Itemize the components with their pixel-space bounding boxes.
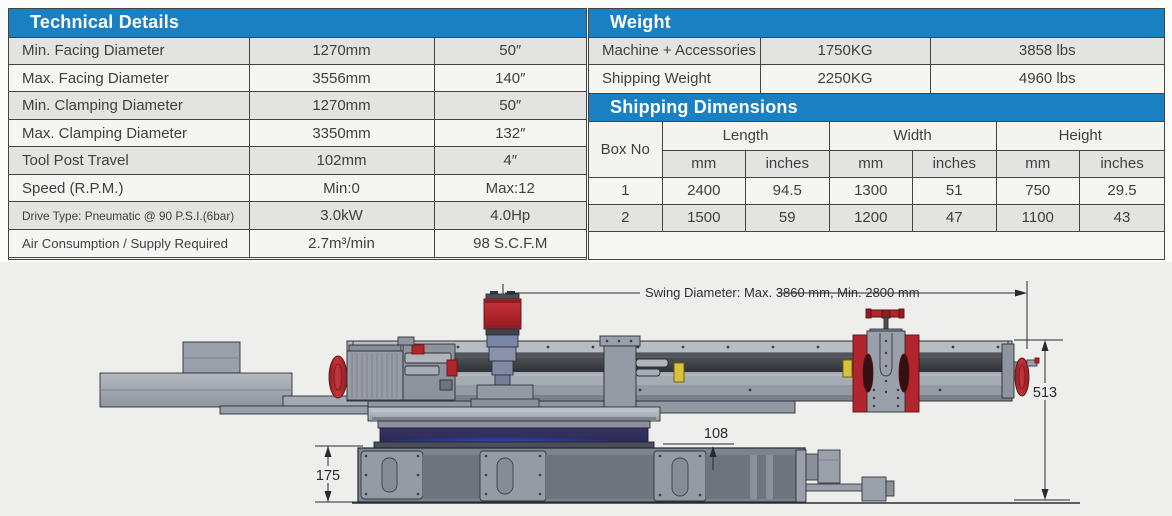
spec-imperial: 50″ xyxy=(433,91,586,120)
table-row: Air Consumption / Supply Required 2.7m³/… xyxy=(9,228,586,258)
width-mm: 1300 xyxy=(828,176,914,205)
width-header: Width xyxy=(828,122,997,151)
width-mm: 1200 xyxy=(828,203,914,232)
unit-header-inches: inches xyxy=(1079,149,1164,178)
spec-label: Drive Type: Pneumatic @ 90 P.S.I.(6bar) xyxy=(9,201,250,230)
yellow-gib-block xyxy=(842,359,853,378)
spec-label: Max. Facing Diameter xyxy=(9,63,250,93)
table-row: 1 2400 94.5 1300 51 750 29.5 xyxy=(589,176,1164,205)
weight-metric: 1750KG xyxy=(759,37,931,66)
width-inches: 51 xyxy=(912,176,997,205)
rotary-table xyxy=(367,406,661,450)
spec-metric: 1270mm xyxy=(248,91,435,120)
unit-header-inches: inches xyxy=(745,149,830,178)
spec-imperial: Max:12 xyxy=(433,173,586,203)
weight-label: Machine + Accessories xyxy=(589,37,761,66)
table-row: Max. Facing Diameter 3556mm 140″ xyxy=(9,63,586,93)
table-row: Box No Length Width Height xyxy=(589,122,1164,178)
dim-swing-diameter: Swing Diameter: Max. 3860 mm, Min. 2800 … xyxy=(505,281,1028,349)
spec-imperial: 50″ xyxy=(433,37,586,65)
swing-diameter-label: Swing Diameter: Max. 3860 mm, Min. 2800 … xyxy=(645,285,920,300)
center-spindle-motor xyxy=(470,284,540,408)
box-no: 2 xyxy=(589,203,663,232)
spec-metric: 3556mm xyxy=(248,63,435,93)
height-header: Height xyxy=(995,122,1164,151)
spec-label: Speed (R.P.M.) xyxy=(9,173,250,203)
spec-metric: 102mm xyxy=(248,146,435,175)
technical-details-header: Technical Details xyxy=(9,9,586,38)
weight-shipping-tables: Weight Machine + Accessories 1750KG 3858… xyxy=(588,8,1165,260)
height-inches: 43 xyxy=(1079,203,1164,232)
table-row: Drive Type: Pneumatic @ 90 P.S.I.(6bar) … xyxy=(9,201,586,230)
left-handwheel-icon xyxy=(328,355,348,399)
technical-details-table: Technical Details Min. Facing Diameter 1… xyxy=(8,8,587,260)
table-row: Min. Facing Diameter 1270mm 50″ xyxy=(9,37,586,65)
unit-header-inches: inches xyxy=(912,149,997,178)
box-no: 1 xyxy=(589,176,663,205)
table-row: Min. Clamping Diameter 1270mm 50″ xyxy=(9,91,586,120)
spec-imperial: 132″ xyxy=(433,118,586,148)
table-row: Max. Clamping Diameter 3350mm 132″ xyxy=(9,118,586,148)
spec-metric: 1270mm xyxy=(248,37,435,65)
spec-label: Tool Post Travel xyxy=(9,146,250,175)
table-row: Shipping Weight 2250KG 4960 lbs xyxy=(589,64,1164,94)
machine-drawing: Swing Diameter: Max. 3860 mm, Min. 2800 … xyxy=(99,281,1080,504)
dim-175-label: 175 xyxy=(316,468,340,484)
dim-175: 175 xyxy=(311,445,363,503)
weight-metric: 2250KG xyxy=(759,64,931,94)
weight-imperial: 3858 lbs xyxy=(929,37,1164,66)
table-row: mm inches mm inches mm inches xyxy=(589,149,1164,178)
box-no-header: Box No xyxy=(589,122,663,178)
machine-base xyxy=(357,447,807,503)
table-row: Machine + Accessories 1750KG 3858 lbs xyxy=(589,37,1164,66)
length-inches: 94.5 xyxy=(745,176,830,205)
spec-metric: 3.0kW xyxy=(248,201,435,230)
spec-imperial: 4.0Hp xyxy=(433,201,586,230)
weight-header: Weight xyxy=(589,9,1164,38)
height-mm: 1100 xyxy=(995,203,1081,232)
table-row: Tool Post Travel 102mm 4″ xyxy=(9,146,586,175)
table-row: 2 1500 59 1200 47 1100 43 xyxy=(589,203,1164,232)
weight-imperial: 4960 lbs xyxy=(929,64,1164,94)
spec-metric: Min:0 xyxy=(248,173,435,203)
unit-header-mm: mm xyxy=(828,149,914,178)
dim-108: 108 xyxy=(663,426,734,470)
weight-label: Shipping Weight xyxy=(589,64,761,94)
yellow-stop-block xyxy=(673,362,685,383)
shipping-dimensions-header: Shipping Dimensions xyxy=(589,93,1164,122)
spec-label: Air Consumption / Supply Required xyxy=(9,228,250,258)
dim-513: 513 xyxy=(1014,339,1070,501)
spec-label: Max. Clamping Diameter xyxy=(9,118,250,148)
length-header: Length xyxy=(661,122,830,151)
spec-label: Min. Facing Diameter xyxy=(9,37,250,65)
unit-header-mm: mm xyxy=(995,149,1081,178)
spec-label: Min. Clamping Diameter xyxy=(9,91,250,120)
height-inches: 29.5 xyxy=(1079,176,1164,205)
dim-513-label: 513 xyxy=(1033,385,1057,401)
pneumatic-cylinder xyxy=(805,449,895,502)
carriage-bracket xyxy=(599,335,685,413)
spindle-motor-red-body xyxy=(483,298,522,330)
length-inches: 59 xyxy=(745,203,830,232)
width-inches: 47 xyxy=(912,203,997,232)
unit-header-mm: mm xyxy=(662,149,746,178)
spec-imperial: 140″ xyxy=(433,63,586,93)
dim-108-label: 108 xyxy=(704,426,728,442)
tool-post xyxy=(842,308,920,413)
spec-imperial: 4″ xyxy=(433,146,586,175)
spec-imperial: 98 S.C.F.M xyxy=(433,228,586,258)
height-mm: 750 xyxy=(995,176,1081,205)
counterweight xyxy=(99,341,293,408)
length-mm: 2400 xyxy=(661,176,746,205)
table-row: Speed (R.P.M.) Min:0 Max:12 xyxy=(9,173,586,203)
length-mm: 1500 xyxy=(661,203,746,232)
pneumatic-drive-motor xyxy=(328,336,458,401)
spec-metric: 2.7m³/min xyxy=(248,228,435,258)
right-handwheel-icon xyxy=(1014,357,1030,397)
spec-metric: 3350mm xyxy=(248,118,435,148)
right-handwheel xyxy=(1013,357,1040,397)
